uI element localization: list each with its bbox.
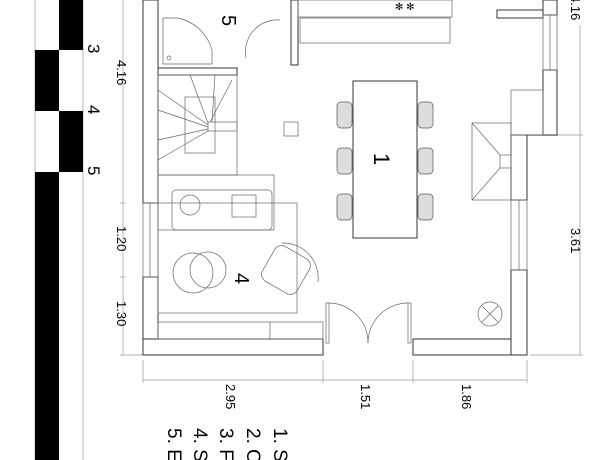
- ottoman: [189, 251, 227, 289]
- cushion: [231, 194, 257, 218]
- ceiling-light-icon: [477, 301, 503, 327]
- person-figure: [179, 194, 201, 216]
- scale-bar: 3 4 5: [34, 0, 103, 460]
- dim-bottom-1-51: 1.51: [358, 384, 373, 409]
- dim-right-3-61: 3.61: [568, 228, 583, 253]
- dim-left-1-30: 1.30: [114, 301, 129, 326]
- chair: [336, 101, 353, 129]
- scale-label-5: 5: [84, 166, 103, 175]
- chair: [417, 147, 434, 175]
- room-label-1: 1: [369, 153, 394, 165]
- living-area: 4: [157, 174, 503, 340]
- dim-left-1-20: 1.20: [114, 226, 129, 251]
- stove-burner-icon: ✻ ✻: [395, 2, 415, 13]
- legend-item-5: 5. E: [163, 428, 184, 460]
- scale-label-3: 3: [84, 44, 103, 53]
- entrance-door: [325, 302, 412, 344]
- dim-left-4-16: 4.16: [114, 60, 129, 85]
- fireplace: [471, 89, 544, 201]
- kitchen: ✻ ✻: [297, 0, 453, 44]
- staircase: [157, 74, 238, 176]
- dining-area: 1: [336, 80, 434, 239]
- dim-right-4-16: 4.16: [568, 0, 583, 20]
- chair: [336, 193, 353, 221]
- dim-bottom-2-95: 2.95: [223, 384, 238, 409]
- sofa: [157, 174, 275, 231]
- chair: [336, 147, 353, 175]
- column: [283, 121, 299, 137]
- chair: [417, 193, 434, 221]
- dining-table: [352, 80, 418, 239]
- legend-item-4: 4. S: [189, 428, 210, 460]
- room-label-5: 5: [217, 15, 239, 26]
- windows: [142, 14, 558, 278]
- walls: [142, 0, 558, 356]
- legend: 1. S 2. O 3. F 4. S 5. E: [163, 428, 290, 460]
- dimension-lines: 4.16 1.20 1.30 2.95 1.51 1.86 4.16 3.61: [114, 0, 583, 409]
- armchair: [261, 245, 311, 295]
- scale-label-4: 4: [84, 105, 103, 114]
- legend-item-3: 3. F: [215, 428, 236, 460]
- room-label-4: 4: [230, 273, 252, 284]
- legend-item-2: 2. O: [242, 428, 263, 460]
- ottoman: [172, 252, 214, 294]
- bathroom: 5: [162, 15, 281, 65]
- sideboard: [157, 321, 324, 340]
- rug: [157, 202, 298, 314]
- legend-item-1: 1. S: [269, 428, 290, 460]
- dim-bottom-1-86: 1.86: [459, 384, 474, 409]
- chair: [417, 101, 434, 129]
